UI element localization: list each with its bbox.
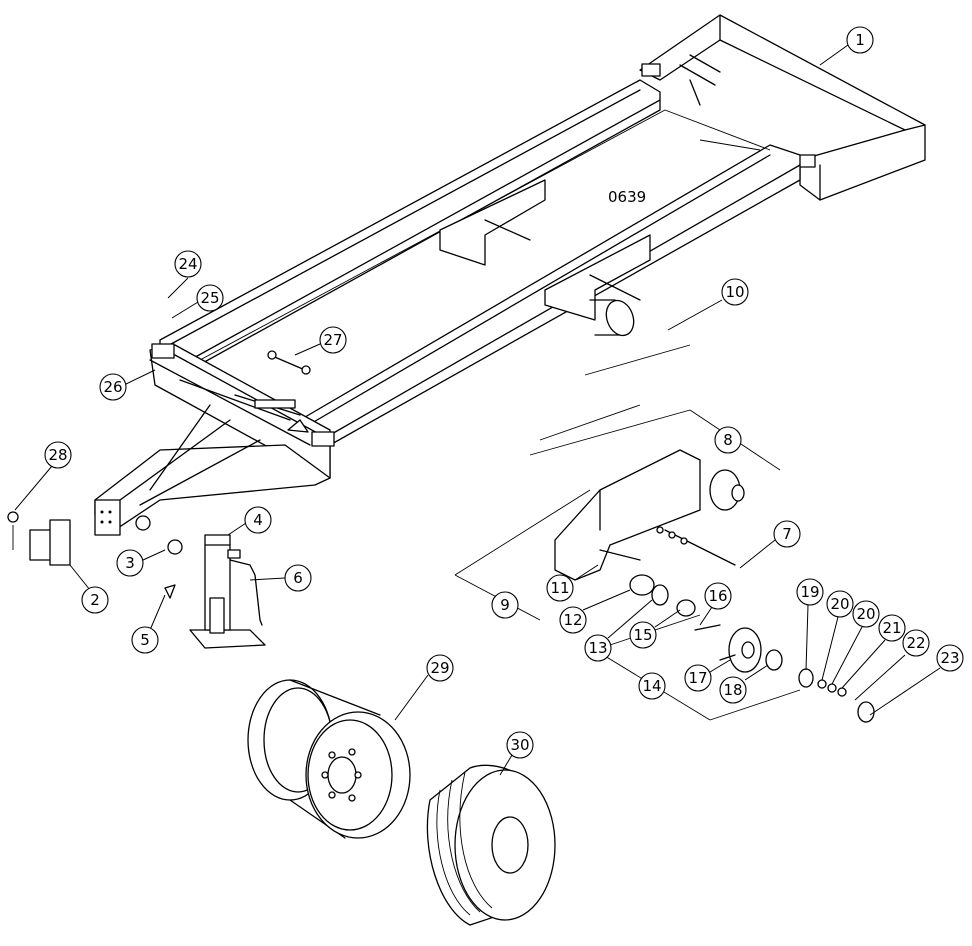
callout-13: 13 bbox=[584, 634, 612, 662]
svg-text:8: 8 bbox=[723, 431, 733, 449]
callout-10: 10 bbox=[721, 278, 749, 306]
svg-text:26: 26 bbox=[103, 378, 122, 396]
svg-text:25: 25 bbox=[200, 289, 219, 307]
svg-text:15: 15 bbox=[633, 626, 652, 644]
callout-7: 7 bbox=[773, 520, 801, 548]
callout-16: 16 bbox=[704, 582, 732, 610]
drawing-code-label: 0639 bbox=[608, 188, 646, 206]
callout-2: 2 bbox=[81, 586, 109, 614]
svg-text:14: 14 bbox=[642, 677, 661, 695]
callout-23: 23 bbox=[936, 644, 964, 672]
svg-text:30: 30 bbox=[510, 736, 529, 754]
trailer-frame bbox=[94, 14, 926, 536]
svg-text:20: 20 bbox=[830, 595, 849, 613]
callout-1: 1 bbox=[846, 26, 874, 54]
svg-text:3: 3 bbox=[125, 554, 135, 572]
jack-assembly bbox=[135, 515, 266, 649]
svg-text:9: 9 bbox=[500, 596, 510, 614]
svg-text:29: 29 bbox=[430, 659, 449, 677]
wheel-rim bbox=[247, 679, 411, 839]
svg-text:1: 1 bbox=[855, 31, 865, 49]
callout-12: 12 bbox=[559, 606, 587, 634]
callout-28: 28 bbox=[44, 441, 72, 469]
callout-14: 14 bbox=[638, 672, 666, 700]
svg-text:27: 27 bbox=[323, 331, 342, 349]
svg-text:23: 23 bbox=[940, 649, 959, 667]
callout-3: 3 bbox=[116, 549, 144, 577]
callout-6: 6 bbox=[284, 564, 312, 592]
svg-text:28: 28 bbox=[48, 446, 67, 464]
callout-19: 19 bbox=[796, 578, 824, 606]
callout-25: 25 bbox=[196, 284, 224, 312]
svg-text:24: 24 bbox=[178, 255, 197, 273]
callout-18: 18 bbox=[719, 676, 747, 704]
svg-text:2: 2 bbox=[90, 591, 100, 609]
callout-20b: 20 bbox=[852, 600, 880, 628]
svg-text:4: 4 bbox=[253, 511, 263, 529]
svg-text:6: 6 bbox=[293, 569, 303, 587]
svg-text:12: 12 bbox=[563, 611, 582, 629]
callout-9: 9 bbox=[491, 591, 519, 619]
callout-17: 17 bbox=[684, 664, 712, 692]
svg-text:7: 7 bbox=[782, 525, 792, 543]
svg-text:21: 21 bbox=[882, 619, 901, 637]
svg-text:16: 16 bbox=[708, 587, 727, 605]
callout-22: 22 bbox=[902, 629, 930, 657]
svg-text:11: 11 bbox=[550, 579, 569, 597]
callout-27: 27 bbox=[319, 326, 347, 354]
callout-8: 8 bbox=[714, 426, 742, 454]
callout-15: 15 bbox=[629, 621, 657, 649]
svg-text:18: 18 bbox=[723, 681, 742, 699]
callouts: 1 2 3 4 5 6 7 8 9 10 11 12 13 14 bbox=[14, 26, 964, 776]
svg-text:19: 19 bbox=[800, 583, 819, 601]
callout-5: 5 bbox=[131, 626, 159, 654]
svg-text:10: 10 bbox=[725, 283, 744, 301]
hitch-assembly bbox=[7, 511, 71, 566]
callout-30: 30 bbox=[506, 731, 534, 759]
callout-4: 4 bbox=[244, 506, 272, 534]
svg-text:20: 20 bbox=[856, 605, 875, 623]
svg-text:17: 17 bbox=[688, 669, 707, 687]
svg-text:13: 13 bbox=[588, 639, 607, 657]
callout-11: 11 bbox=[546, 574, 574, 602]
axle-hub-assembly bbox=[554, 449, 875, 723]
callout-26: 26 bbox=[99, 373, 127, 401]
callout-29: 29 bbox=[426, 654, 454, 682]
callout-24: 24 bbox=[174, 250, 202, 278]
callout-21: 21 bbox=[878, 614, 906, 642]
tire bbox=[426, 764, 556, 926]
svg-text:22: 22 bbox=[906, 634, 925, 652]
svg-text:5: 5 bbox=[140, 631, 150, 649]
callout-20a: 20 bbox=[826, 590, 854, 618]
